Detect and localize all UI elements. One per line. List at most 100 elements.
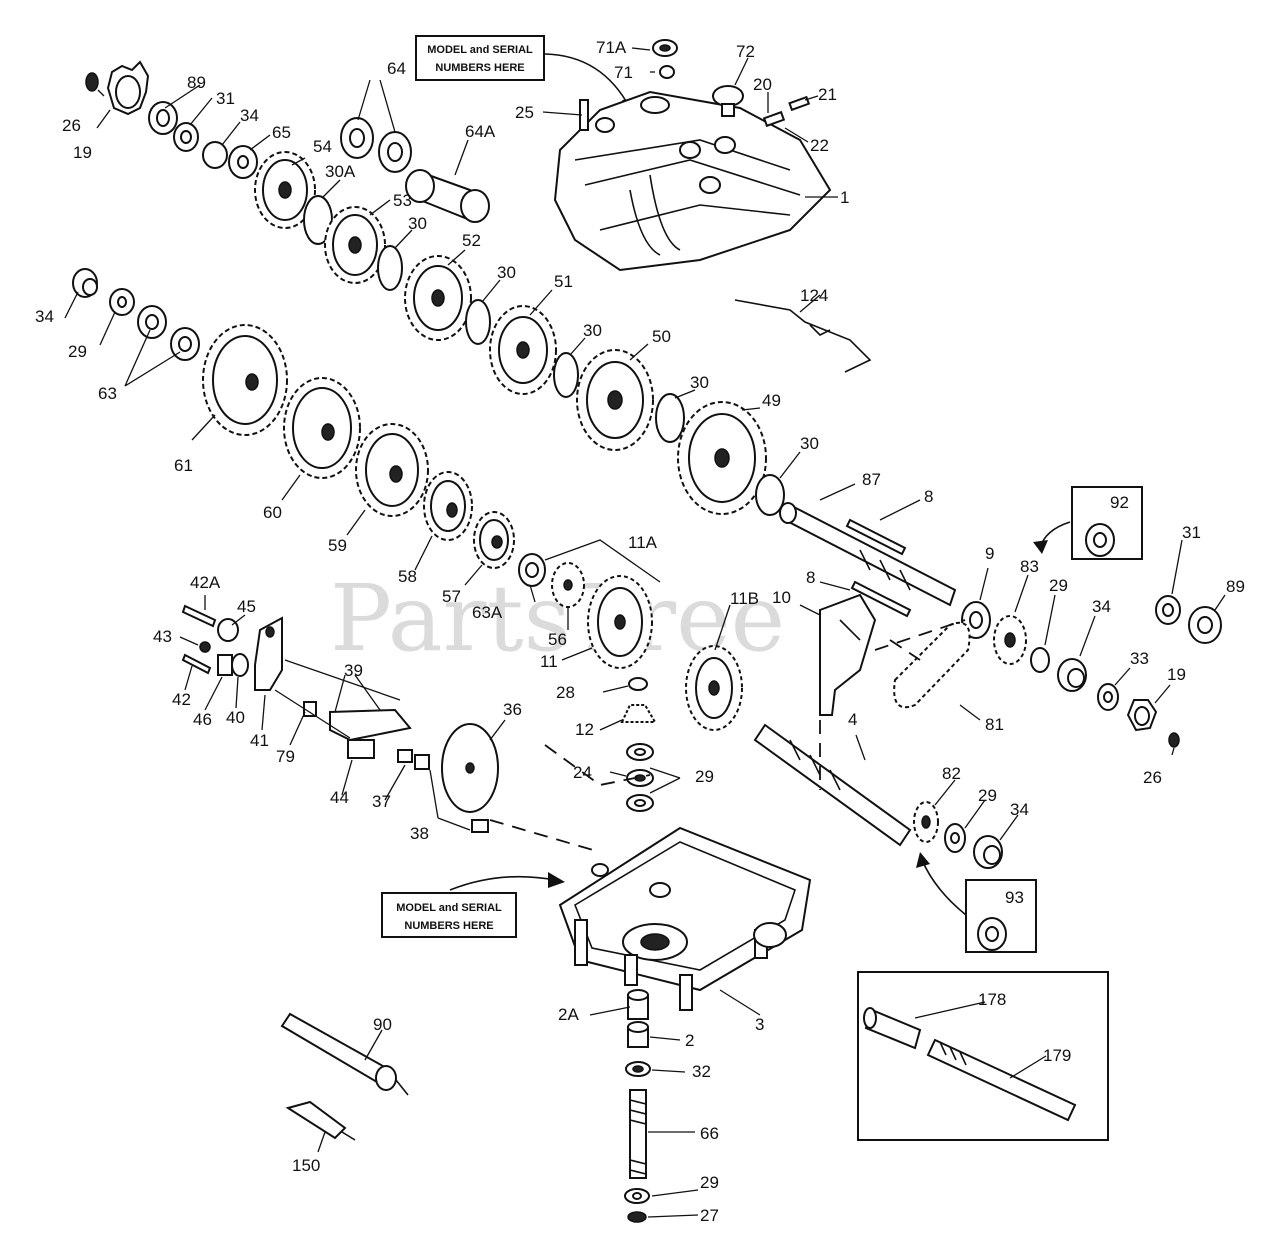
ring-30-4 (655, 393, 685, 443)
label-82: 82 (942, 764, 961, 783)
part-31-washer-right (1155, 595, 1181, 625)
model-serial-note-bottom: MODEL and SERIAL NUMBERS HERE (381, 872, 565, 938)
label-29a: 29 (68, 342, 87, 361)
part-31-washer-top (173, 122, 199, 152)
bottom-housing (558, 826, 812, 1011)
part-39-shifter (329, 708, 412, 759)
part-71-plug (659, 65, 675, 79)
note-bottom-line1: MODEL and SERIAL (396, 902, 502, 914)
label-19b: 19 (1167, 665, 1186, 684)
note-top-line2: NUMBERS HERE (435, 62, 524, 74)
part-43-ball (199, 641, 211, 653)
label-89b: 89 (1226, 577, 1245, 596)
part-34-bushing-right (1057, 658, 1087, 692)
label-29e: 29 (700, 1173, 719, 1192)
part-34-bushing-top (202, 141, 228, 169)
part-37-block (397, 749, 413, 763)
part-63-bearings (137, 305, 200, 361)
label-49: 49 (762, 391, 781, 410)
part-66-shaft (629, 1089, 647, 1179)
label-61: 61 (174, 456, 193, 475)
part-34-bushing-82 (973, 835, 1003, 869)
part-89-bearing-right (1188, 606, 1222, 644)
gear-52 (404, 255, 472, 341)
label-37: 37 (372, 792, 391, 811)
part-46-40-washers (217, 653, 249, 677)
part-81-chain (893, 621, 971, 709)
inset-93 (916, 852, 1037, 953)
dash-line-5 (889, 639, 921, 661)
part-26-washer-top (85, 72, 99, 92)
label-12: 12 (575, 720, 594, 739)
label-11: 11 (540, 652, 558, 671)
part-27-washer (627, 1211, 647, 1223)
label-29c: 29 (695, 767, 714, 786)
part-41-shift-lever (254, 616, 283, 691)
part-8-keys (845, 518, 912, 618)
label-24: 24 (573, 763, 592, 782)
part-150-sealant-tube (285, 1100, 356, 1141)
label-34b: 34 (35, 307, 54, 326)
label-57: 57 (442, 587, 461, 606)
dash-line-2 (544, 744, 651, 786)
label-3: 3 (755, 1015, 764, 1034)
label-44: 44 (330, 788, 349, 807)
label-89a: 89 (187, 73, 206, 92)
part-124-rod (734, 299, 872, 373)
label-40: 40 (226, 708, 245, 727)
part-34-bushing-left (72, 268, 98, 298)
label-92: 92 (1110, 493, 1129, 512)
part-29-washer-bottom (624, 1188, 650, 1204)
label-90: 90 (373, 1015, 392, 1034)
label-42: 42 (172, 690, 191, 709)
label-30a: 30 (408, 214, 427, 233)
part-29-washer-right (1030, 647, 1050, 673)
ring-30-5 (755, 474, 785, 516)
label-71A: 71A (596, 38, 627, 57)
gear-51 (489, 305, 557, 395)
part-42A-screw (181, 604, 217, 628)
gear-11 (587, 575, 653, 669)
label-81: 81 (985, 715, 1004, 734)
gear-56 (551, 562, 585, 608)
label-33: 33 (1130, 649, 1149, 668)
part-32-seal (625, 1061, 651, 1077)
label-46: 46 (193, 710, 212, 729)
label-30e: 30 (800, 434, 819, 453)
label-36: 36 (503, 700, 522, 719)
inset-178-179 (857, 971, 1109, 1141)
part-26-washer-right (1168, 732, 1180, 748)
part-42-screw (181, 653, 212, 675)
part-28-washer (628, 677, 648, 691)
label-29b: 29 (1049, 576, 1068, 595)
note-bottom-line2: NUMBERS HERE (404, 920, 493, 932)
dash-line-1 (489, 819, 601, 853)
part-38-blocks (414, 754, 489, 833)
label-1: 1 (840, 188, 849, 207)
label-83: 83 (1020, 557, 1039, 576)
dash-line-4 (874, 619, 966, 651)
label-31a: 31 (216, 89, 235, 108)
part-33-washer (1097, 683, 1119, 711)
label-45: 45 (237, 597, 256, 616)
ring-30-3 (553, 352, 579, 398)
label-60: 60 (263, 503, 282, 522)
label-34d: 34 (1010, 800, 1029, 819)
part-64-bearings (340, 117, 412, 173)
label-4: 4 (848, 710, 857, 729)
part-90-grease-tube (280, 1012, 409, 1096)
part-labels: 1 2 2A 3 4 8 8 9 10 11 11A 11B 12 19 19 … (35, 38, 1245, 1225)
ring-30-1 (377, 245, 403, 291)
label-52: 52 (462, 231, 481, 250)
gear-58 (423, 471, 473, 541)
shaft-87 (779, 502, 957, 607)
part-71A-plug (652, 39, 678, 57)
part-63A-bearing (518, 553, 546, 587)
label-43: 43 (153, 627, 172, 646)
label-2: 2 (685, 1031, 694, 1050)
gear-50 (576, 349, 654, 451)
label-30b: 30 (497, 263, 516, 282)
label-66: 66 (700, 1124, 719, 1143)
label-64: 64 (387, 59, 406, 78)
